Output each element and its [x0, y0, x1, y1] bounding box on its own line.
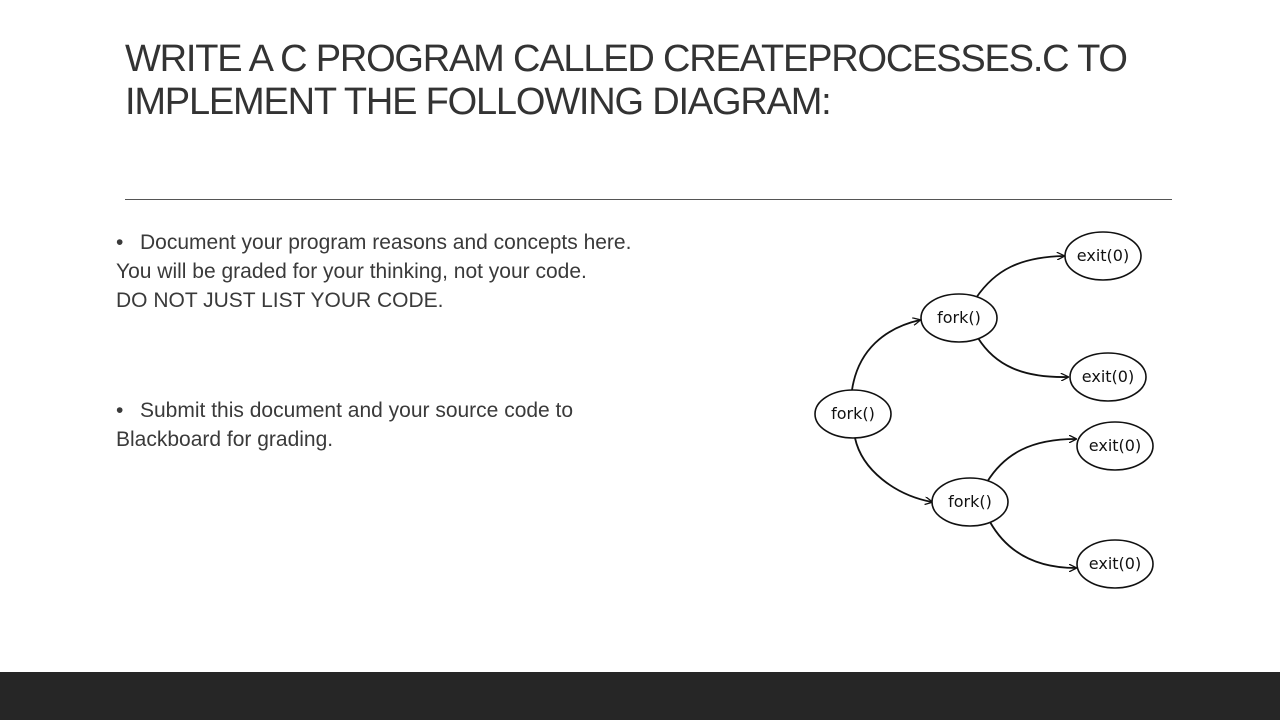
node-upper-fork: fork(): [920, 293, 998, 343]
edge-upper-to-exit-2: [977, 337, 1068, 377]
bullet-marker: •: [116, 231, 124, 254]
bullet-marker: •: [116, 399, 124, 422]
node-label: exit(0): [1077, 246, 1129, 265]
edge-lower-to-exit-3: [986, 439, 1076, 483]
slide-title-line-2: IMPLEMENT THE FOLLOWING DIAGRAM:: [125, 81, 832, 123]
bullet-list: • Document your program reasons and conce…: [116, 228, 756, 454]
edge-root-to-upper: [851, 320, 920, 391]
slide-title: WRITE A C PROGRAM CALLED CREATEPROCESSES…: [125, 38, 1185, 124]
footer-bar: [0, 672, 1280, 720]
node-label: exit(0): [1082, 367, 1134, 386]
node-exit-4: exit(0): [1076, 539, 1154, 589]
bullet-line: You will be graded for your thinking, no…: [116, 260, 587, 283]
title-divider: [125, 199, 1172, 200]
node-root-fork: fork(): [814, 389, 892, 439]
node-exit-2: exit(0): [1069, 352, 1147, 402]
node-label: fork(): [948, 492, 992, 511]
edge-lower-to-exit-4: [989, 521, 1076, 568]
bullet-line: • Submit this document and your source co…: [116, 396, 756, 425]
process-tree-diagram: fork() fork() fork() exit(0) exit(0) exi…: [814, 231, 1154, 589]
node-label: exit(0): [1089, 436, 1141, 455]
node-label: fork(): [937, 308, 981, 327]
bullet-line: Blackboard for grading.: [116, 428, 334, 451]
node-label: fork(): [831, 404, 875, 423]
bullet-line: DO NOT JUST LIST YOUR CODE.: [116, 289, 444, 312]
node-lower-fork: fork(): [931, 477, 1009, 527]
bullet-item-submit: • Submit this document and your source co…: [116, 396, 756, 454]
node-exit-3: exit(0): [1076, 421, 1154, 471]
bullet-line: • Document your program reasons and conce…: [116, 228, 756, 257]
edge-root-to-lower: [854, 437, 932, 502]
edge-upper-to-exit-1: [975, 256, 1064, 299]
bullet-text: Document your program reasons and concep…: [140, 231, 632, 254]
slide-title-line-1: WRITE A C PROGRAM CALLED CREATEPROCESSES…: [125, 38, 1128, 80]
node-label: exit(0): [1089, 554, 1141, 573]
bullet-item-document: • Document your program reasons and conce…: [116, 228, 756, 315]
node-exit-1: exit(0): [1064, 231, 1142, 281]
bullet-text: Submit this document and your source cod…: [140, 399, 574, 422]
